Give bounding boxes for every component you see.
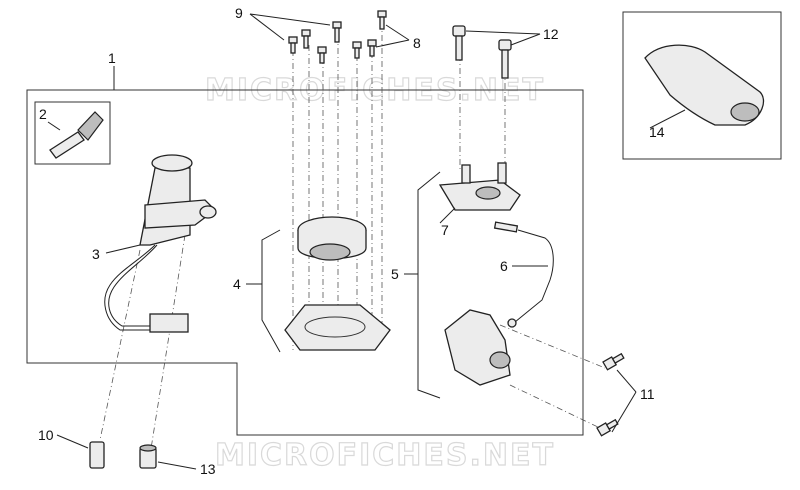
callout-13: 13 xyxy=(200,461,216,477)
assembly-frame xyxy=(26,89,584,436)
callout-6: 6 xyxy=(500,258,508,274)
callout-4: 4 xyxy=(233,276,241,292)
lock-body-part-5 xyxy=(444,309,511,386)
alignment-lines xyxy=(99,22,606,456)
key-part-2 xyxy=(49,111,104,159)
part-2-box xyxy=(34,101,111,165)
bolt-group-12 xyxy=(452,25,512,79)
bolt-group-8-9 xyxy=(288,10,387,64)
strap-part-14 xyxy=(644,44,765,126)
callout-2: 2 xyxy=(39,106,47,122)
bracket-part-5 xyxy=(417,171,441,399)
callout-10: 10 xyxy=(38,427,54,443)
callout-14: 14 xyxy=(649,124,665,140)
callout-1: 1 xyxy=(108,50,116,66)
lock-assembly-part-4 xyxy=(261,216,391,353)
callout-8: 8 xyxy=(413,35,421,51)
watermark-bottom: MICROFICHES.NET xyxy=(215,438,555,473)
callout-12: 12 xyxy=(543,26,559,42)
part-14-box xyxy=(622,11,782,160)
callouts: 1 2 3 4 5 6 7 8 9 10 11 12 13 14 xyxy=(38,5,665,477)
callout-7: 7 xyxy=(441,222,449,238)
screw-part-13 xyxy=(139,444,157,469)
leader-lines xyxy=(47,13,686,470)
screws-part-11 xyxy=(596,352,625,437)
screw-part-10 xyxy=(89,441,105,469)
callout-3: 3 xyxy=(92,246,100,262)
plate-part-7 xyxy=(438,162,521,211)
cable-part-6 xyxy=(493,221,554,328)
callout-11: 11 xyxy=(640,386,655,402)
callout-5: 5 xyxy=(391,266,399,282)
callout-9: 9 xyxy=(235,5,243,21)
ignition-switch-part-3 xyxy=(104,154,217,333)
